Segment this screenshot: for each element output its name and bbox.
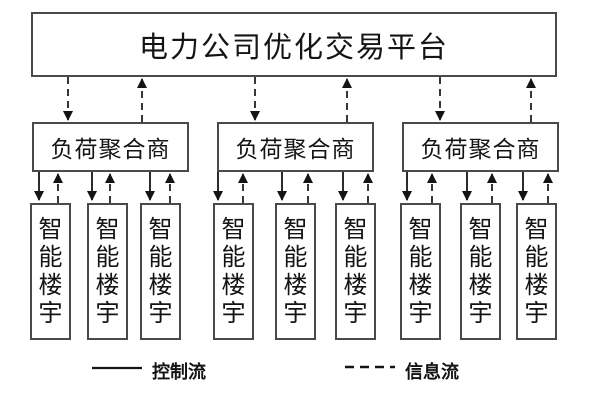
building-box-4: 智能楼宇 — [213, 203, 254, 340]
aggregator-label: 负荷聚合商 — [420, 137, 541, 162]
aggregator-box-3: 负荷聚合商 — [402, 122, 559, 172]
building-box-5: 智能楼宇 — [275, 203, 316, 340]
aggregator-label: 负荷聚合商 — [235, 137, 356, 162]
building-box-6: 智能楼宇 — [335, 203, 376, 340]
building-box-3: 智能楼宇 — [140, 203, 181, 340]
building-label: 智能楼宇 — [38, 216, 63, 327]
aggregator-building-control-arrows — [34, 172, 528, 201]
building-aggregator-info-arrows — [53, 173, 553, 203]
platform-aggregator-info-arrows — [63, 77, 536, 122]
building-box-8: 智能楼宇 — [460, 203, 501, 340]
building-label: 智能楼宇 — [148, 216, 173, 327]
platform-box: 电力公司优化交易平台 — [31, 12, 557, 77]
building-box-7: 智能楼宇 — [400, 203, 441, 340]
building-label: 智能楼宇 — [468, 216, 493, 327]
building-label: 智能楼宇 — [283, 216, 308, 327]
aggregator-label: 负荷聚合商 — [50, 137, 171, 162]
building-label: 智能楼宇 — [408, 216, 433, 327]
legend-control-label: 控制流 — [152, 362, 206, 382]
building-label: 智能楼宇 — [524, 216, 549, 327]
building-label: 智能楼宇 — [221, 216, 246, 327]
legend-info-label: 信息流 — [405, 362, 459, 382]
building-label: 智能楼宇 — [95, 216, 120, 327]
platform-label: 电力公司优化交易平台 — [138, 31, 449, 64]
building-box-1: 智能楼宇 — [30, 203, 71, 340]
aggregator-box-2: 负荷聚合商 — [217, 122, 374, 172]
building-box-9: 智能楼宇 — [516, 203, 557, 340]
building-label: 智能楼宇 — [343, 216, 368, 327]
aggregator-box-1: 负荷聚合商 — [32, 122, 189, 172]
building-box-2: 智能楼宇 — [87, 203, 128, 340]
